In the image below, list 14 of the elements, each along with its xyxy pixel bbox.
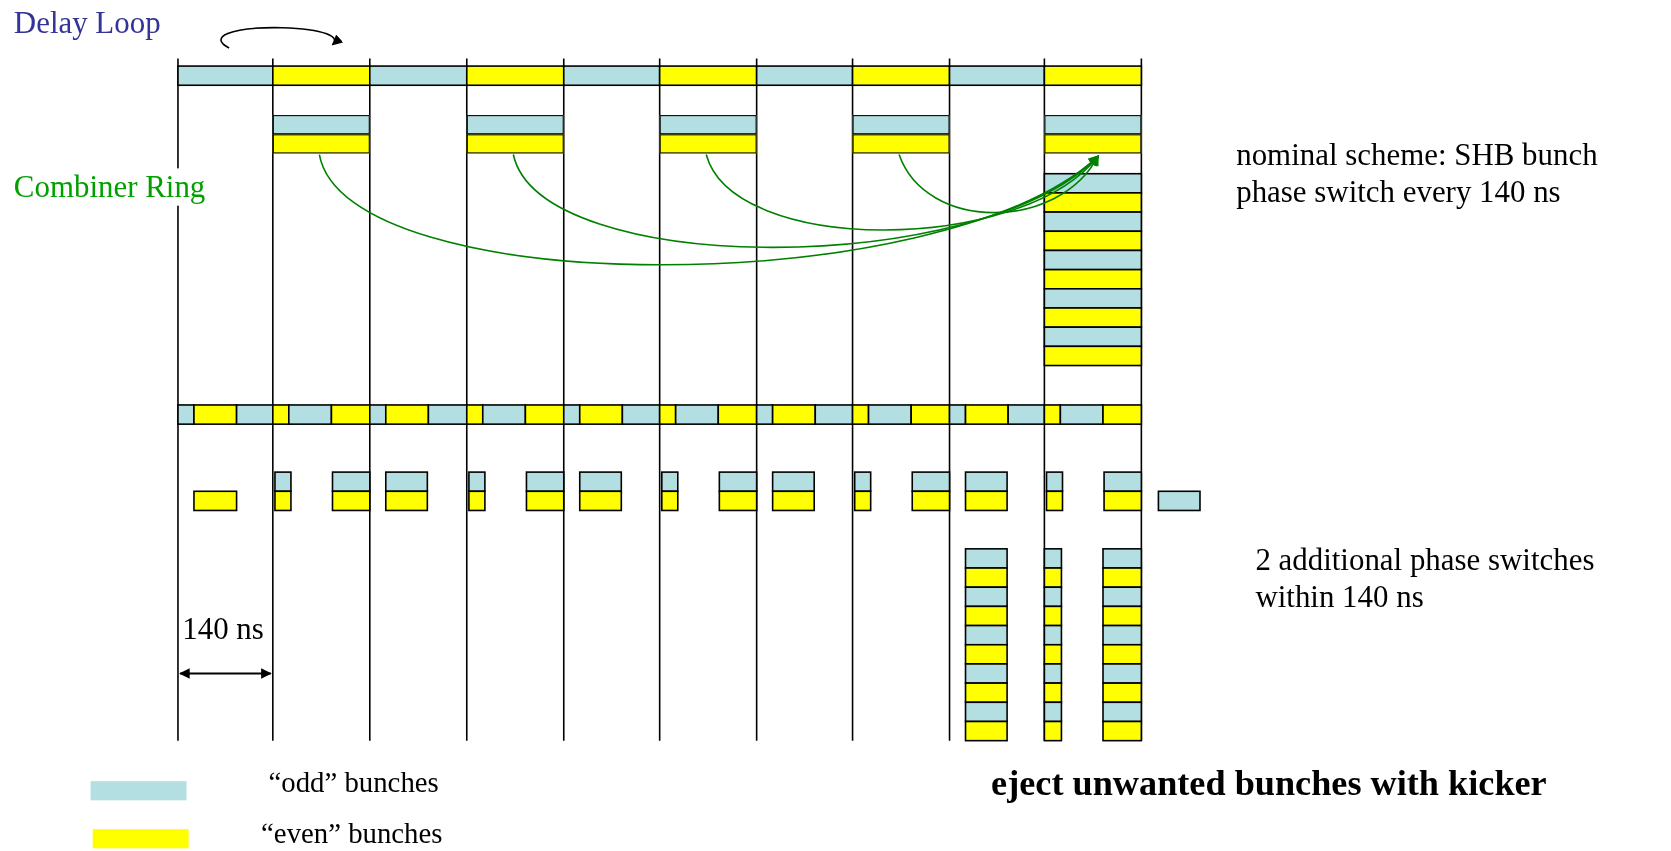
note-text: nominal scheme: SHB bunch phase switch every 140 ns: [1236, 136, 1599, 211]
dimension-label: 140 ns: [182, 610, 264, 648]
legend-label: “odd” bunches: [268, 765, 439, 800]
section-label: Combiner Ring: [13, 168, 206, 206]
curved-arrow: [898, 153, 1099, 214]
bunch-pair: [852, 115, 950, 154]
note-text: 2 additional phase switches within 140 ns: [1255, 541, 1596, 616]
bunch-pair: [1044, 115, 1142, 154]
bunch-pair: [466, 115, 564, 154]
legend-label: “even” bunches: [261, 816, 443, 851]
curved-arrow: [705, 153, 1100, 231]
note-text: eject unwanted bunches with kicker: [991, 762, 1547, 805]
bunch-pair: [659, 115, 757, 154]
bunch-pair: [272, 115, 370, 154]
